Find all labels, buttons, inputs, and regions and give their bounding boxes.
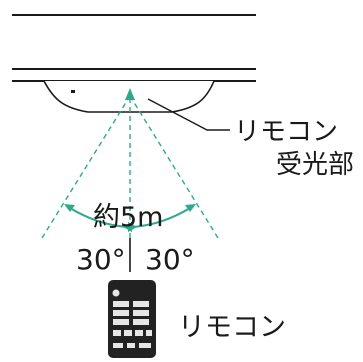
remote-body bbox=[108, 280, 156, 358]
remote-label: リモコン bbox=[178, 312, 286, 343]
angle-arc-left bbox=[69, 207, 129, 228]
sensor-label-line1: リモコン bbox=[234, 117, 339, 147]
remote-button bbox=[113, 319, 129, 325]
angle-left-label: 30° bbox=[76, 243, 126, 276]
sensor-pointer-line bbox=[147, 98, 230, 131]
angle-right-label: 30° bbox=[145, 243, 195, 276]
cone-right-boundary bbox=[129, 95, 219, 239]
angle-arc-right-head-inner bbox=[123, 222, 132, 232]
remote-power-button bbox=[112, 289, 120, 297]
remote-button bbox=[146, 330, 152, 336]
remote-button bbox=[113, 343, 123, 348]
signal-arrow-head bbox=[125, 88, 135, 100]
remote-button bbox=[133, 310, 149, 316]
remote-button bbox=[113, 330, 121, 336]
cone-left-boundary bbox=[41, 95, 131, 239]
remote-button bbox=[133, 319, 149, 325]
angle-arc-left-head-outer bbox=[64, 204, 75, 212]
remote-button bbox=[133, 301, 149, 307]
remote-control bbox=[108, 280, 156, 358]
remote-button bbox=[113, 301, 129, 307]
sensor-label-line2: 受光部 bbox=[276, 150, 355, 180]
angle-arc-right-head-outer bbox=[185, 204, 196, 212]
remote-button bbox=[139, 343, 151, 348]
sensor-marker bbox=[71, 90, 75, 93]
remote-button bbox=[135, 330, 143, 336]
distance-label: 約5m bbox=[93, 202, 164, 233]
angle-arc-right bbox=[131, 207, 191, 228]
remote-button bbox=[113, 310, 129, 316]
remote-button bbox=[124, 330, 132, 336]
remote-button bbox=[127, 343, 135, 348]
